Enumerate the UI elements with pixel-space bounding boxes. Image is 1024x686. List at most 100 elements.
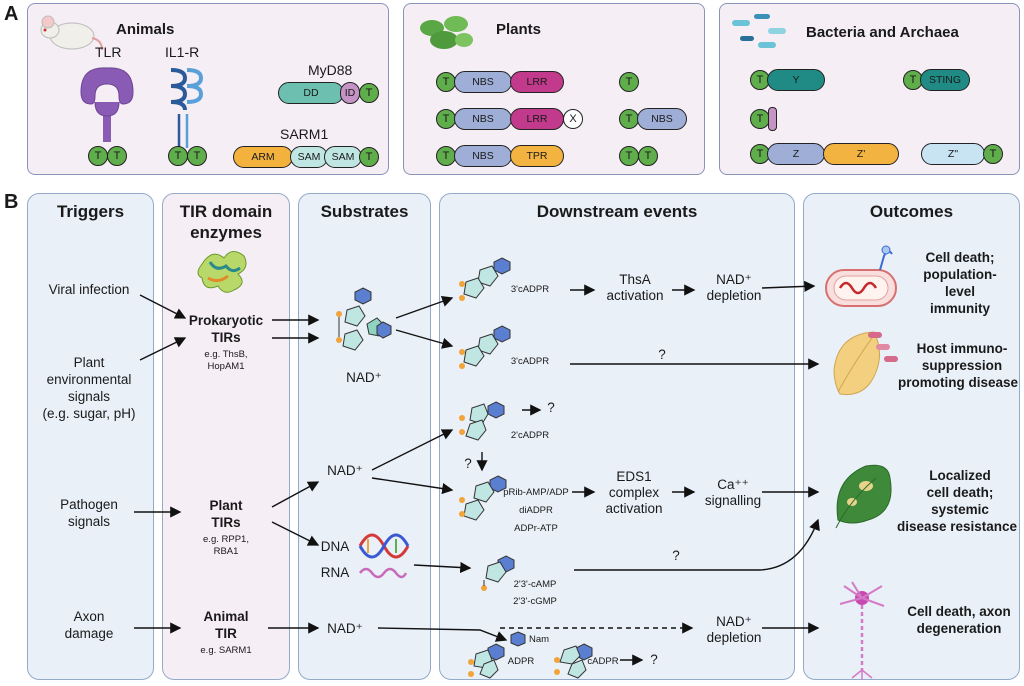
ds-thsa-2: activation	[606, 288, 664, 303]
substrate-rna: RNA	[320, 565, 350, 580]
animals-title: Animals	[116, 21, 175, 38]
ds-cgmp: 2'3'-cGMP	[513, 596, 557, 607]
plant-r2-nbs: NBS	[454, 108, 512, 130]
enzyme-animal-eg: e.g. SARM1	[200, 645, 252, 656]
enzyme-animal-2: TIR	[215, 626, 237, 641]
bacteria-title: Bacteria and Archaea	[806, 24, 959, 41]
sarm1-tir: T	[359, 147, 379, 167]
nam-molecule-icon	[510, 631, 526, 647]
arrow-nad2-cadpr2	[371, 429, 454, 471]
bact-zpp-tir: T	[983, 144, 1003, 164]
substrates-column	[298, 193, 431, 680]
trigger-plant-env-3: signals	[67, 389, 111, 404]
ds-ca-1: Ca⁺⁺	[717, 477, 749, 492]
outcome-4-1: Cell death, axon	[907, 604, 1011, 619]
plant-r1b-tir: T	[619, 72, 639, 92]
ds-diadpr: diADPR	[519, 505, 553, 516]
arrow-viral-prok	[139, 294, 187, 319]
outcome-1-1: Cell death;	[925, 250, 995, 265]
outcome-3-1: Localized	[929, 468, 991, 483]
tlr-label: TLR	[95, 44, 122, 60]
ds-q4: ?	[672, 548, 680, 563]
arrow-plant-dna	[271, 521, 320, 546]
ds-nam: Nam	[528, 634, 550, 645]
ds-prib: pRib-AMP/ADP	[503, 487, 569, 498]
ds-q3: ?	[464, 456, 472, 471]
myd88-tir: T	[359, 83, 379, 103]
downstream-title: Downstream events	[536, 202, 698, 221]
arrow-plant-nad	[271, 481, 320, 508]
trigger-axon-2: damage	[64, 626, 114, 641]
trigger-pathogen-1: Pathogen	[60, 497, 118, 512]
enzyme-plant-eg-2: RBA1	[213, 546, 239, 557]
ds-cadpr3a: 3'cADPR	[510, 284, 550, 295]
panel-b-letter: B	[4, 191, 19, 213]
outcome-1-2: population-	[923, 267, 997, 282]
ds-nad-dep2-2: depletion	[706, 630, 762, 645]
enzyme-plant-2: TIRs	[211, 515, 241, 530]
outcome-3-4: disease resistance	[896, 519, 1018, 534]
outcome-4-2: degeneration	[916, 621, 1002, 636]
plant-r2-x: X	[563, 109, 583, 129]
sarm1-sam1-domain: SAM	[290, 146, 328, 168]
trigger-plant-env-4: (e.g. sugar, pH)	[42, 406, 136, 421]
bacteria-box: Bacteria and Archaea T Y T STING T T Z Z…	[719, 3, 1020, 175]
enzyme-plant-1: Plant	[209, 498, 243, 513]
trigger-viral: Viral infection	[48, 282, 130, 297]
plant-r1-lrr: LRR	[510, 71, 564, 93]
arrow-nad-cadpr3b	[395, 329, 454, 349]
arrow-camp-outcome3	[574, 518, 820, 571]
neuron-icon	[839, 581, 885, 680]
outcome-2-1: Host immuno-	[916, 341, 1008, 356]
cadpr-2-icon	[459, 401, 505, 441]
outcome-3-2: cell death;	[926, 485, 994, 500]
plant-r3-tir: T	[436, 146, 456, 166]
myd88-label: MyD88	[308, 62, 353, 78]
plant-r3-nbs: NBS	[454, 145, 512, 167]
triggers-column	[27, 193, 154, 680]
plant-icon	[420, 16, 473, 49]
enzyme-prok-eg-2: HopAM1	[207, 361, 245, 372]
plant-r2b-nbs: NBS	[637, 108, 687, 130]
ds-nad-dep-2: depletion	[706, 288, 762, 303]
ds-thsa-1: ThsA	[619, 272, 651, 287]
bact-zp-domain: Z'	[823, 143, 899, 165]
panel-a-letter: A	[4, 3, 19, 25]
outcomes-title: Outcomes	[869, 202, 954, 221]
ds-eds1-1: EDS1	[616, 469, 652, 484]
enzyme-animal-1: Animal	[203, 609, 249, 624]
tlr-tir-2: T	[107, 146, 127, 166]
enzyme-plant-eg-1: e.g. RPP1,	[203, 534, 249, 545]
rna-icon	[359, 567, 408, 579]
bact-sting-domain: STING	[920, 69, 970, 91]
ds-cadpr: cADPR	[587, 656, 619, 667]
sarm1-arm-domain: ARM	[233, 146, 293, 168]
enzyme-prok-2: TIRs	[211, 330, 241, 345]
trigger-plant-env-1: Plant	[73, 355, 105, 370]
prib-molecule-icon	[459, 475, 507, 521]
substrate-nad-2: NAD⁺	[327, 463, 363, 478]
cadpr-3-icon-2	[459, 325, 511, 369]
arrow-env-prok	[139, 337, 187, 361]
ds-cadpr2: 2'cADPR	[510, 430, 550, 441]
green-leaf-icon	[835, 464, 892, 529]
camp-molecule-icon	[481, 555, 515, 591]
enzymes-title-2: enzymes	[190, 223, 262, 242]
plants-box: Plants T NBS LRR T T NBS LRR X T NBS T N…	[403, 3, 705, 175]
ds-adprt: ADPr-ATP	[514, 523, 558, 534]
animals-box: Animals TLR IL1-R T T T T MyD88 DD ID T …	[27, 3, 389, 175]
il1r-tir-2: T	[187, 146, 207, 166]
ds-eds1-3: activation	[605, 501, 663, 516]
outcome-3-3: systemic	[931, 502, 989, 517]
outcome-2-3: promoting disease	[897, 375, 1019, 390]
plants-title: Plants	[496, 21, 542, 38]
downstream-column	[439, 193, 795, 680]
substrates-title: Substrates	[320, 202, 409, 221]
enzymes-title-1: TIR domain	[179, 202, 273, 221]
plant-r3b-tir2: T	[638, 146, 658, 166]
bact-short-stub	[768, 107, 777, 131]
substrate-nad-3: NAD⁺	[327, 621, 363, 636]
sarm1-sam2-domain: SAM	[324, 146, 362, 168]
il1r-label: IL1-R	[165, 44, 200, 60]
ds-nad-dep-1: NAD⁺	[716, 272, 752, 287]
